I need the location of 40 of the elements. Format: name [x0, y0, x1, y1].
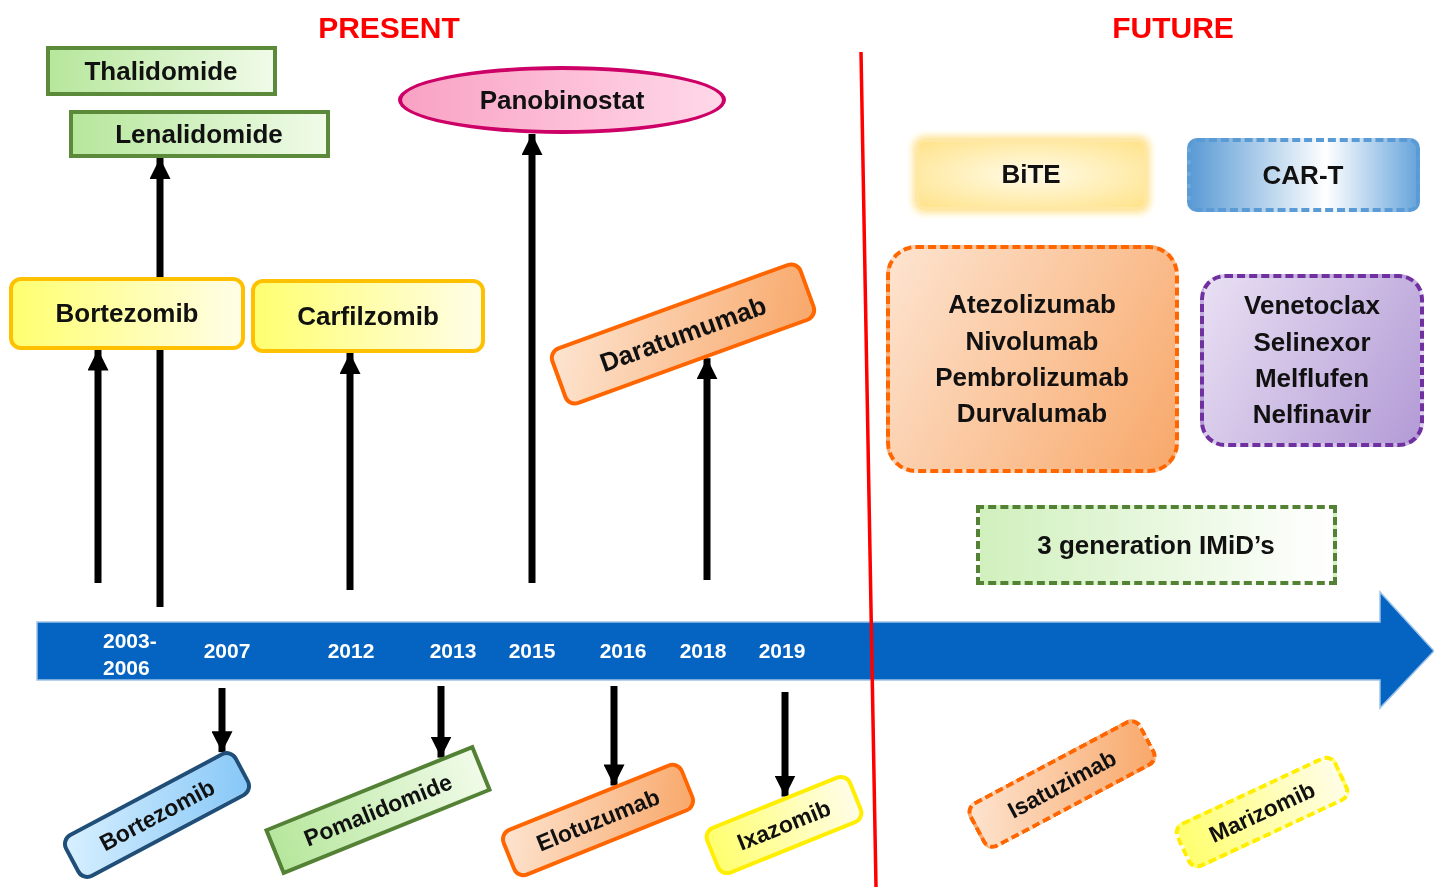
drug-box	[9, 276, 245, 350]
drug-name: Thalidomide	[84, 54, 238, 88]
drug-name: Selinexor	[1253, 325, 1371, 359]
drug-name: Atezolizumab	[948, 288, 1116, 322]
drug-name: Pembrolizumab	[935, 361, 1129, 394]
drug-name: 3 generation IMiD’s	[1037, 528, 1275, 562]
year-label: 2013	[429, 639, 477, 663]
drug-group-box	[1200, 273, 1424, 447]
arrow	[430, 686, 452, 758]
section-heading: PRESENT	[318, 11, 460, 45]
year-label: 2007	[203, 639, 251, 663]
year-label: 2016	[599, 639, 647, 663]
drug-name: Nelfinavir	[1252, 398, 1372, 432]
drug-name: Melflufen	[1254, 362, 1370, 395]
arrow	[339, 353, 361, 590]
drug-name: Carfilzomib	[297, 299, 439, 333]
drug-box	[251, 279, 485, 353]
drug-name: CAR-T	[1262, 158, 1344, 192]
arrow	[211, 688, 233, 753]
year-label: 2018	[679, 639, 727, 663]
arrow	[774, 692, 796, 797]
drug-box	[68, 110, 330, 158]
drug-group-box	[885, 245, 1179, 473]
year-label: 2019	[758, 639, 806, 663]
drug-box	[45, 46, 277, 96]
drug-name: Bortezomib	[55, 296, 199, 330]
year-label: 2015	[508, 639, 556, 663]
drug-name: BiTE	[1001, 157, 1061, 191]
drug-name: Lenalidomide	[115, 117, 283, 151]
drug-box	[914, 137, 1148, 211]
drug-name: Panobinostat	[479, 83, 645, 117]
arrow	[603, 686, 625, 786]
drug-name: Venetoclax	[1244, 289, 1380, 323]
drug-box	[1186, 138, 1420, 212]
drug-name: Nivolumab	[965, 324, 1099, 358]
drug-box	[975, 505, 1337, 585]
drug-name: Durvalumab	[956, 397, 1108, 431]
year-label: 2003-2006	[103, 627, 158, 681]
section-heading: FUTURE	[1112, 11, 1234, 45]
year-label: 2012	[327, 639, 375, 663]
